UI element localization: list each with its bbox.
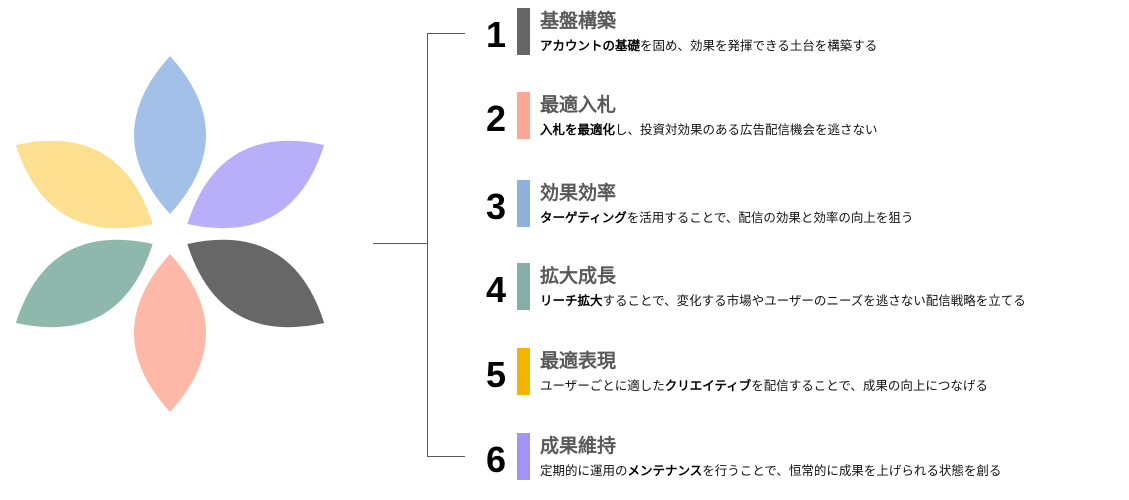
description-text: を活用することで、配信の効果と効率の向上を狙う xyxy=(626,210,914,225)
step-item: 5 最適表現 ユーザーごとに適したクリエイティブを配信することで、成果の向上につ… xyxy=(470,348,1129,408)
step-item: 6 成果維持 定期的に運用のメンテナンスを行うことで、恒常的に成果を上げられる状… xyxy=(470,433,1129,493)
step-description: 定期的に運用のメンテナンスを行うことで、恒常的に成果を上げられる状態を創る xyxy=(540,460,1001,479)
step-item: 2 最適入札 入札を最適化し、投資対効果のある広告配信機会を逃さない xyxy=(470,92,1129,152)
description-emphasis: メンテナンス xyxy=(627,463,703,478)
step-color-bar xyxy=(517,348,530,395)
step-color-bar xyxy=(517,8,530,55)
description-emphasis: アカウントの基礎 xyxy=(540,38,641,53)
step-item: 4 拡大成長 リーチ拡大することで、変化する市場やユーザーのニーズを逃さない配信… xyxy=(470,263,1129,323)
description-emphasis: 入札を最適化 xyxy=(540,122,616,137)
connector-vertical xyxy=(427,33,428,456)
step-description: 入札を最適化し、投資対効果のある広告配信機会を逃さない xyxy=(540,119,878,138)
step-title: 最適入札 xyxy=(540,94,617,116)
step-title: 基盤構築 xyxy=(540,10,617,32)
petal-lower-left xyxy=(15,239,153,328)
step-title: 最適表現 xyxy=(540,350,617,372)
petal-bottom xyxy=(134,254,206,412)
step-title: 効果効率 xyxy=(540,182,617,204)
description-emphasis: クリエイティブ xyxy=(664,378,752,393)
connector-horizontal xyxy=(373,243,427,244)
step-color-bar xyxy=(517,92,530,139)
description-text: することで、変化する市場やユーザーのニーズを逃さない配信戦略を立てる xyxy=(602,293,1026,308)
step-number: 1 xyxy=(485,14,507,55)
description-text: を固め、効果を発揮できる土台を構築する xyxy=(640,38,878,53)
step-color-bar xyxy=(517,263,530,310)
step-title: 拡大成長 xyxy=(540,265,617,287)
step-color-bar xyxy=(517,433,530,480)
connector-top xyxy=(427,33,465,34)
step-number: 4 xyxy=(485,269,507,310)
petal-lower-right xyxy=(187,239,325,328)
description-text: ユーザーごとに適した xyxy=(540,378,665,393)
step-title: 成果維持 xyxy=(540,435,617,457)
petal-upper-left xyxy=(15,140,153,229)
description-emphasis: ターゲティング xyxy=(540,210,627,225)
step-color-bar xyxy=(517,180,530,227)
step-number: 3 xyxy=(485,186,507,227)
step-description: リーチ拡大することで、変化する市場やユーザーのニーズを逃さない配信戦略を立てる xyxy=(540,290,1026,309)
flower-diagram xyxy=(15,56,325,412)
step-description: ユーザーごとに適したクリエイティブを配信することで、成果の向上につなげる xyxy=(540,375,988,394)
step-item: 1 基盤構築 アカウントの基礎を固め、効果を発揮できる土台を構築する xyxy=(470,8,1129,68)
step-description: ターゲティングを活用することで、配信の効果と効率の向上を狙う xyxy=(540,207,913,226)
step-number: 6 xyxy=(485,439,507,480)
petal-upper-right xyxy=(187,140,325,229)
step-number: 2 xyxy=(485,98,507,139)
description-emphasis: リーチ拡大 xyxy=(540,293,603,308)
description-text: し、投資対効果のある広告配信機会を逃さない xyxy=(615,122,878,137)
connector-bottom xyxy=(427,456,465,457)
petal-top xyxy=(134,56,206,214)
description-text: を行うことで、恒常的に成果を上げられる状態を創る xyxy=(702,463,1002,478)
description-text: 定期的に運用の xyxy=(540,463,628,478)
step-number: 5 xyxy=(485,354,507,395)
step-description: アカウントの基礎を固め、効果を発揮できる土台を構築する xyxy=(540,35,877,54)
description-text: を配信することで、成果の向上につなげる xyxy=(751,378,988,393)
step-item: 3 効果効率 ターゲティングを活用することで、配信の効果と効率の向上を狙う xyxy=(470,180,1129,240)
